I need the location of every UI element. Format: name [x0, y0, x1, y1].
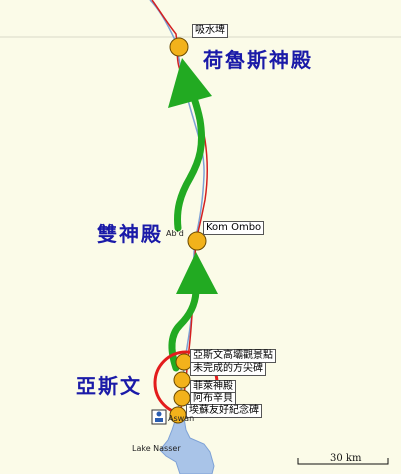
label-aswan-1[interactable]: 亞斯文高壩觀景點: [190, 349, 276, 363]
city-icon-base: [155, 418, 163, 422]
marker-aswan-2[interactable]: [173, 371, 191, 389]
label-aswan-5[interactable]: 埃蘇友好紀念碑: [186, 404, 262, 418]
green-arrowhead-lower: [176, 252, 218, 294]
scale-label: 30 km: [330, 453, 362, 464]
label-aswan: Aswan: [168, 414, 195, 423]
label-aswan-4[interactable]: 阿布辛貝: [190, 392, 236, 406]
label-edfu[interactable]: 吸水埤: [192, 24, 228, 38]
lake-nasser: [159, 417, 215, 474]
label-lake-nasser: Lake Nasser: [132, 444, 181, 453]
green-arrow-upper: [174, 94, 206, 232]
aswan-title: 亞斯文: [76, 374, 142, 398]
marker-kom-ombo[interactable]: [187, 231, 207, 251]
marker-edfu[interactable]: [169, 37, 189, 57]
green-arrow-lower: [168, 288, 200, 372]
green-arrowhead-upper: [168, 58, 212, 108]
label-kom-ombo[interactable]: Kom Ombo: [203, 221, 265, 235]
label-aswan-2[interactable]: 未完成的方尖碑: [190, 362, 266, 376]
edfu-title: 荷魯斯神殿: [203, 48, 313, 72]
city-icon-dot: [156, 411, 162, 417]
label-kom-ombo-small: Ab'd: [166, 229, 184, 238]
scale-bar: [297, 458, 389, 465]
kom-ombo-title: 雙神殿: [97, 222, 163, 246]
